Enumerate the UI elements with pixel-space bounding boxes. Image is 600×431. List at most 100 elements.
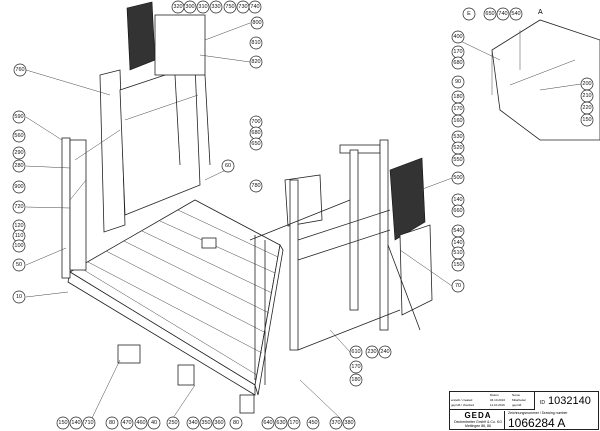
callout-number: 170 (453, 49, 462, 55)
callout-number: 80 (233, 420, 239, 426)
callout-circle (349, 345, 363, 359)
callout-number: E (467, 11, 471, 17)
callout-circle (221, 159, 235, 173)
row2-date: 11.10.2016 (490, 403, 505, 407)
callout-bottom-370: 370 (329, 416, 343, 430)
callout-number: 170 (289, 420, 298, 426)
callout-number: 710 (84, 420, 93, 426)
callout-number: 330 (211, 4, 220, 10)
id-label: ID (540, 400, 545, 406)
callout-circle (13, 63, 27, 77)
small-parts (117, 237, 255, 414)
callout-left-760: 760 (13, 63, 27, 77)
callout-number: 630 (276, 420, 285, 426)
callout-bottom-80: 80 (229, 416, 243, 430)
callout-number: 240 (380, 349, 389, 355)
callout-circle (451, 171, 465, 185)
callout-bottom-340: 340 (186, 416, 200, 430)
callout-inset_left-170: 170 (451, 102, 465, 116)
callout-number: 800 (252, 20, 261, 26)
header-name: Name (512, 393, 521, 397)
callout-number: 90 (455, 79, 461, 85)
callout-circle (199, 416, 213, 430)
callout-number: 70 (455, 283, 461, 289)
callout-number: 810 (251, 40, 260, 46)
callout-top-330: 330 (209, 0, 223, 14)
callout-circle (12, 129, 26, 143)
callout-number: 160 (453, 118, 462, 124)
callout-left-50: 50 (12, 258, 26, 272)
callout-inset_left-160: 160 (451, 114, 465, 128)
callout-circle (261, 416, 275, 430)
callout-circle (509, 7, 523, 21)
callout-number: 210 (582, 93, 591, 99)
callout-circle (451, 30, 465, 44)
callout-number: 40 (151, 420, 157, 426)
callout-number: 120 (14, 223, 23, 229)
callout-left-720: 720 (12, 200, 26, 214)
callout-number: 900 (14, 184, 23, 190)
callout-right-150: 150 (451, 258, 465, 272)
callout-circle (329, 416, 343, 430)
callout-left-900: 900 (12, 180, 26, 194)
callout-bottom-640: 640 (261, 416, 275, 430)
callout-right-140: 140 (451, 193, 465, 207)
callout-circle (120, 416, 134, 430)
callout-bottom-360: 360 (212, 416, 226, 430)
callout-right-530: 530 (451, 130, 465, 144)
callout-number: 610 (351, 349, 360, 355)
callout-right-70: 70 (451, 279, 465, 293)
callout-circle (82, 416, 96, 430)
callout-inset_right-150: 150 (580, 113, 594, 127)
callout-number: 680 (453, 60, 462, 66)
callout-circle (69, 416, 83, 430)
callout-circle (249, 36, 263, 50)
callout-number: 400 (453, 34, 462, 40)
callout-number: 180 (351, 377, 360, 383)
callout-circle (12, 290, 26, 304)
callout-left-120: 120 (12, 219, 26, 233)
callout-number: 340 (188, 420, 197, 426)
callout-circle (462, 7, 476, 21)
callout-top-810: 810 (249, 36, 263, 50)
callout-inset_left-400: 400 (451, 30, 465, 44)
callout-left-280: 280 (12, 159, 26, 173)
title-block: Datum Name erstellt / created 04.10.2016… (449, 391, 599, 430)
callout-number: 180 (453, 94, 462, 100)
callout-right-500: 500 (451, 171, 465, 185)
callout-left-590: 590 (12, 110, 26, 124)
callout-number: 760 (15, 67, 24, 73)
callout-circle (12, 200, 26, 214)
callout-circle (451, 56, 465, 70)
row1-date: 04.10.2016 (490, 398, 506, 402)
callout-bottom-80: 80 (105, 416, 119, 430)
callout-inset_right-210: 210 (580, 89, 594, 103)
callout-inset_left-740: 740 (496, 7, 510, 21)
callout-number: 380 (344, 420, 353, 426)
callout-inset_left-680: 680 (451, 56, 465, 70)
callout-number: 110 (15, 233, 24, 239)
right-mesh-panel (387, 157, 433, 331)
callout-number: 220 (582, 105, 591, 111)
company-block: GEDA Dechentreiter GmbH & Co. KG Meiting… (452, 411, 505, 429)
callout-circle (229, 416, 243, 430)
callout-number: 780 (251, 183, 260, 189)
callout-number: 750 (225, 4, 234, 10)
callout-top-750: 750 (223, 0, 237, 14)
callout-number: 140 (453, 197, 462, 203)
callout-circle (249, 55, 263, 69)
callout-circle (223, 0, 237, 14)
callout-circle (306, 416, 320, 430)
callout-number: 530 (453, 134, 462, 140)
callout-circle (365, 345, 379, 359)
callout-circle (250, 16, 264, 30)
callout-left-10: 10 (12, 290, 26, 304)
callout-number: 680 (251, 130, 260, 136)
detail-a-inset (491, 19, 600, 141)
callout-inset_left-540: 540 (509, 7, 523, 21)
callout-circle (349, 373, 363, 387)
callout-bottom-470: 470 (120, 416, 134, 430)
callout-top-740: 740 (248, 0, 262, 14)
callout-number: 470 (122, 420, 131, 426)
callout-circle (496, 7, 510, 21)
